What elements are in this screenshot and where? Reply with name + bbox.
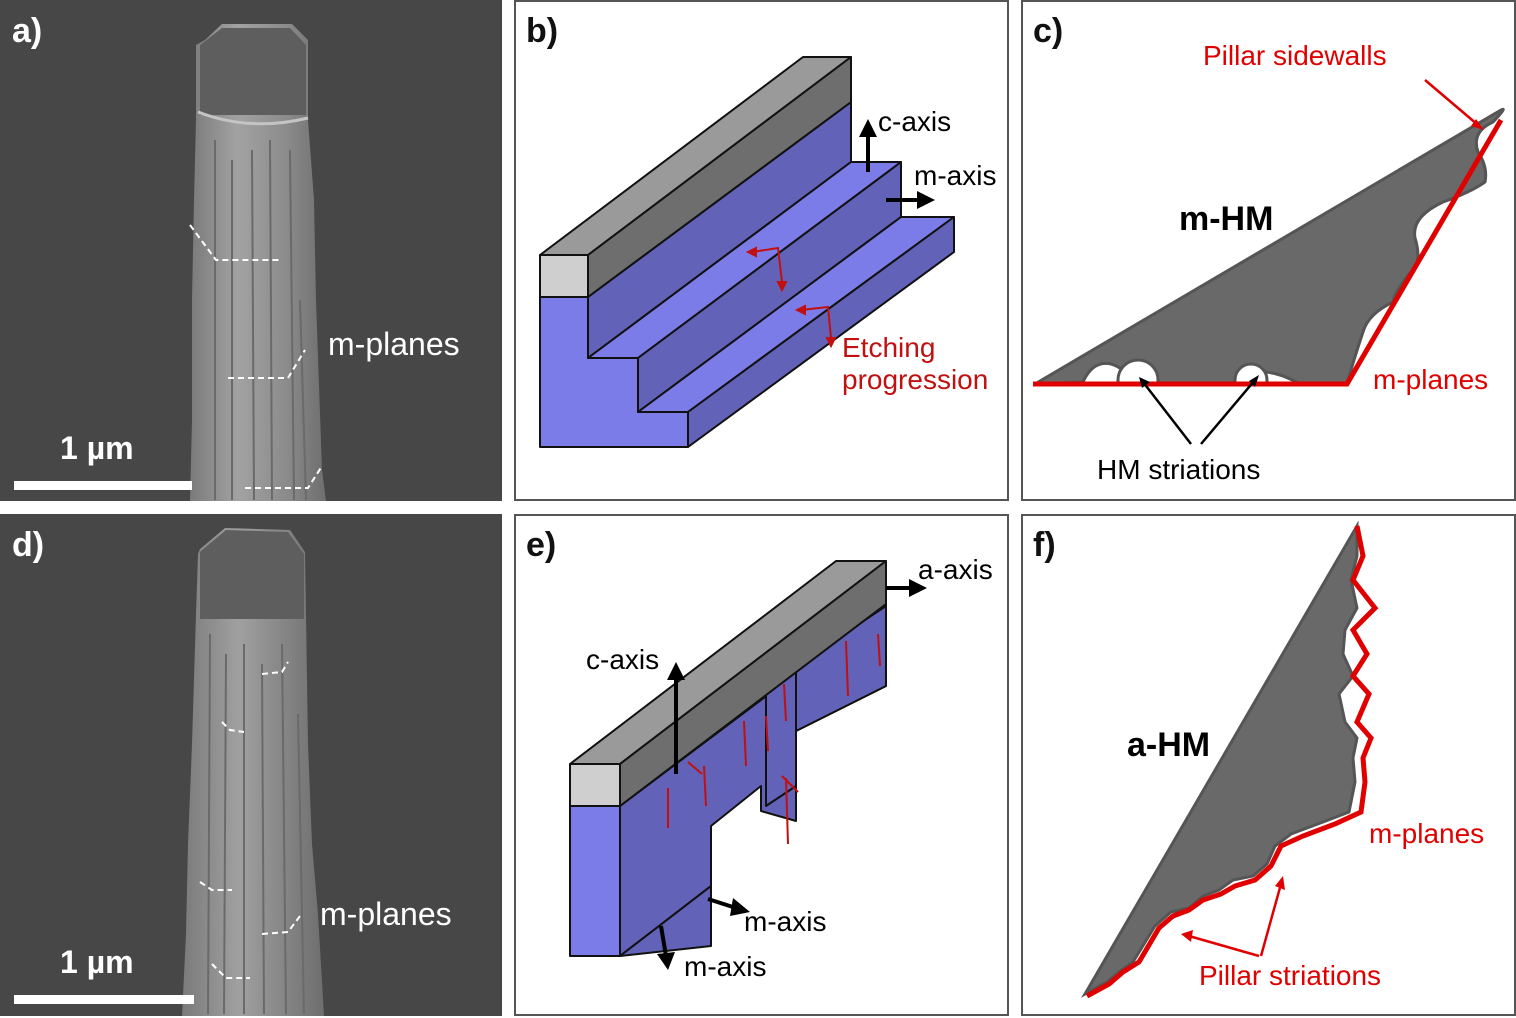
panel-label: c) bbox=[1033, 12, 1064, 50]
m-hm-shape-diagram bbox=[1033, 79, 1505, 445]
scale-bar-line bbox=[14, 995, 194, 1004]
striation-arrows bbox=[1181, 876, 1285, 958]
pillar-top bbox=[200, 28, 306, 115]
sidewall-arrow bbox=[1424, 79, 1484, 130]
scale-bar-line bbox=[14, 481, 192, 490]
pillar-ring bbox=[197, 110, 309, 126]
m-axis-label-1: m-axis bbox=[744, 906, 827, 937]
mask-end bbox=[539, 254, 589, 298]
a-hm-etch-diagram bbox=[569, 560, 927, 970]
a-axis-label: a-axis bbox=[918, 554, 993, 585]
striation-arrows bbox=[1139, 375, 1259, 445]
m-planes-label: m-planes bbox=[1369, 818, 1485, 849]
a-hm-shape bbox=[1081, 520, 1359, 998]
scale-bar-label: 1 µm bbox=[60, 430, 134, 466]
panel-label: e) bbox=[526, 526, 557, 564]
notch-mask bbox=[1033, 382, 1373, 402]
m-plane-zigzag bbox=[1085, 525, 1379, 999]
etch-arrows bbox=[745, 246, 837, 349]
pillar-striation-lines bbox=[207, 633, 305, 1015]
m-plane-markers bbox=[189, 224, 323, 489]
pillar-body bbox=[182, 528, 324, 1016]
m-axis-label: m-axis bbox=[914, 160, 997, 191]
a-hm-shape-diagram bbox=[1081, 520, 1379, 999]
sem-image-panel-d: d) m-planes 1 µm bbox=[0, 514, 502, 1016]
m-planes-label: m-planes bbox=[1373, 364, 1489, 395]
m-plane-line bbox=[1033, 118, 1504, 387]
axis-arrows bbox=[657, 579, 927, 970]
pillar-top bbox=[200, 530, 304, 619]
m-hm-shape bbox=[1034, 107, 1505, 394]
m-hm-etch-diagram bbox=[539, 56, 955, 448]
pillar-sidewalls-label: Pillar sidewalls bbox=[1203, 40, 1387, 71]
panel-label: f) bbox=[1033, 526, 1056, 564]
body-end-face bbox=[569, 805, 621, 957]
panel-label: a) bbox=[12, 12, 43, 50]
c-axis-label: c-axis bbox=[878, 106, 952, 137]
pillar-striation-lines bbox=[214, 139, 307, 501]
diagram-panel-c: c) Pillar sidewalls m-HM m-planes HM str… bbox=[1021, 0, 1516, 501]
etch-arrows bbox=[667, 633, 881, 845]
m-planes-annotation: m-planes bbox=[320, 896, 452, 932]
diagram-panel-b: b) c-axis m-axis Etching progression bbox=[514, 0, 1009, 501]
panel-label: b) bbox=[526, 12, 559, 50]
a-hm-label: a-HM bbox=[1127, 726, 1211, 764]
scale-bar-label: 1 µm bbox=[60, 944, 134, 980]
etching-line-2: progression bbox=[842, 364, 989, 395]
diagram-panel-e: e) a-axis c-axis m-axis m-axis bbox=[514, 514, 1009, 1016]
etching-line-1: Etching bbox=[842, 332, 936, 363]
axis-arrows bbox=[859, 119, 935, 209]
pillar-striations-label: Pillar striations bbox=[1199, 960, 1382, 991]
etching-progression-label: Etching progression bbox=[842, 332, 988, 396]
m-plane-markers bbox=[199, 661, 301, 979]
diagram-panel-f: f) a-HM m-planes Pillar striations bbox=[1021, 514, 1516, 1016]
hm-striations-label: HM striations bbox=[1097, 454, 1261, 485]
m-axis-label-2: m-axis bbox=[684, 951, 767, 982]
sem-pillar-a bbox=[14, 24, 326, 501]
m-hm-label: m-HM bbox=[1179, 200, 1274, 238]
sem-image-panel-a: a) m-planes 1 µm bbox=[0, 0, 502, 501]
mask-end bbox=[569, 763, 621, 807]
step3-riser bbox=[687, 216, 955, 448]
panel-label: d) bbox=[12, 526, 45, 564]
m-planes-annotation: m-planes bbox=[328, 326, 460, 362]
c-axis-label: c-axis bbox=[586, 644, 660, 675]
sem-pillar-d bbox=[14, 528, 324, 1016]
